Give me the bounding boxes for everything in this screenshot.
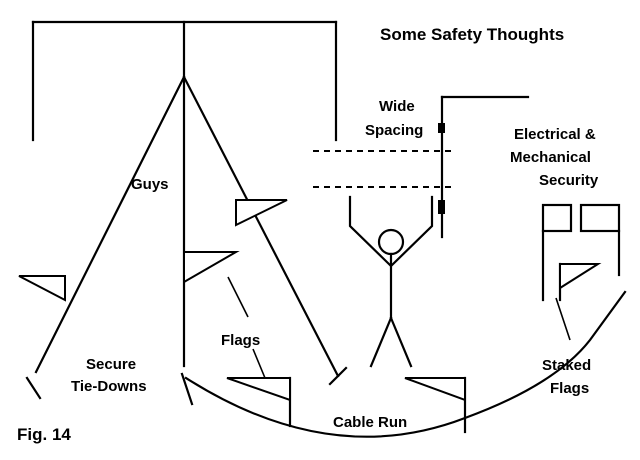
- guy-wires: [34, 75, 340, 378]
- guy-flags: [18, 199, 288, 302]
- figure-label: Fig. 14: [17, 425, 71, 444]
- leader-lines: [227, 276, 571, 379]
- label-staked: Staked: [542, 357, 591, 374]
- cable-run-line: [184, 290, 627, 438]
- insulator-upper: [438, 123, 445, 133]
- leader-flags: [227, 276, 249, 318]
- tie-down-left: [25, 376, 42, 400]
- guy-wire-right: [182, 75, 340, 378]
- flag-mast: [183, 251, 240, 284]
- insulator-lower: [438, 200, 445, 214]
- person-head: [377, 228, 405, 256]
- person-leg-left: [369, 316, 393, 368]
- person-arms: [348, 195, 434, 268]
- person-figure: [348, 195, 434, 368]
- label-mechanical: Mechanical: [510, 149, 591, 166]
- label-security: Security: [539, 172, 599, 189]
- staked-flag-shape: [559, 263, 602, 290]
- diagram-title: Some Safety Thoughts: [380, 25, 564, 44]
- tie-downs: [25, 366, 348, 406]
- outlet-right: [579, 203, 621, 233]
- guy-wire-left: [34, 75, 186, 374]
- flag-cable-b: [404, 377, 466, 402]
- flag-cable-a: [226, 377, 291, 402]
- leader-staked: [555, 297, 571, 341]
- person-leg-right: [389, 316, 413, 368]
- label-guys: Guys: [131, 176, 169, 193]
- spacing-lines: [313, 150, 455, 188]
- label-tie-downs: Tie-Downs: [71, 378, 147, 395]
- flag-right-guy: [235, 199, 288, 227]
- label-spacing: Spacing: [365, 122, 423, 139]
- leader-flags-lower: [252, 348, 266, 379]
- flag-left-guy: [18, 275, 66, 302]
- label-secure: Secure: [86, 356, 136, 373]
- label-cable-run: Cable Run: [333, 414, 407, 431]
- label-electrical: Electrical &: [514, 126, 596, 143]
- outlet-left: [541, 203, 573, 233]
- label-staked-flags: Flags: [550, 380, 589, 397]
- tie-down-mast: [180, 372, 194, 406]
- antenna: [31, 20, 338, 368]
- label-wide: Wide: [379, 98, 415, 115]
- cable-flags: [226, 376, 467, 434]
- power-box: [541, 203, 621, 302]
- tie-down-right: [328, 366, 348, 386]
- staked-flag: [558, 262, 602, 302]
- power-line: [438, 95, 530, 239]
- label-flags: Flags: [221, 332, 260, 349]
